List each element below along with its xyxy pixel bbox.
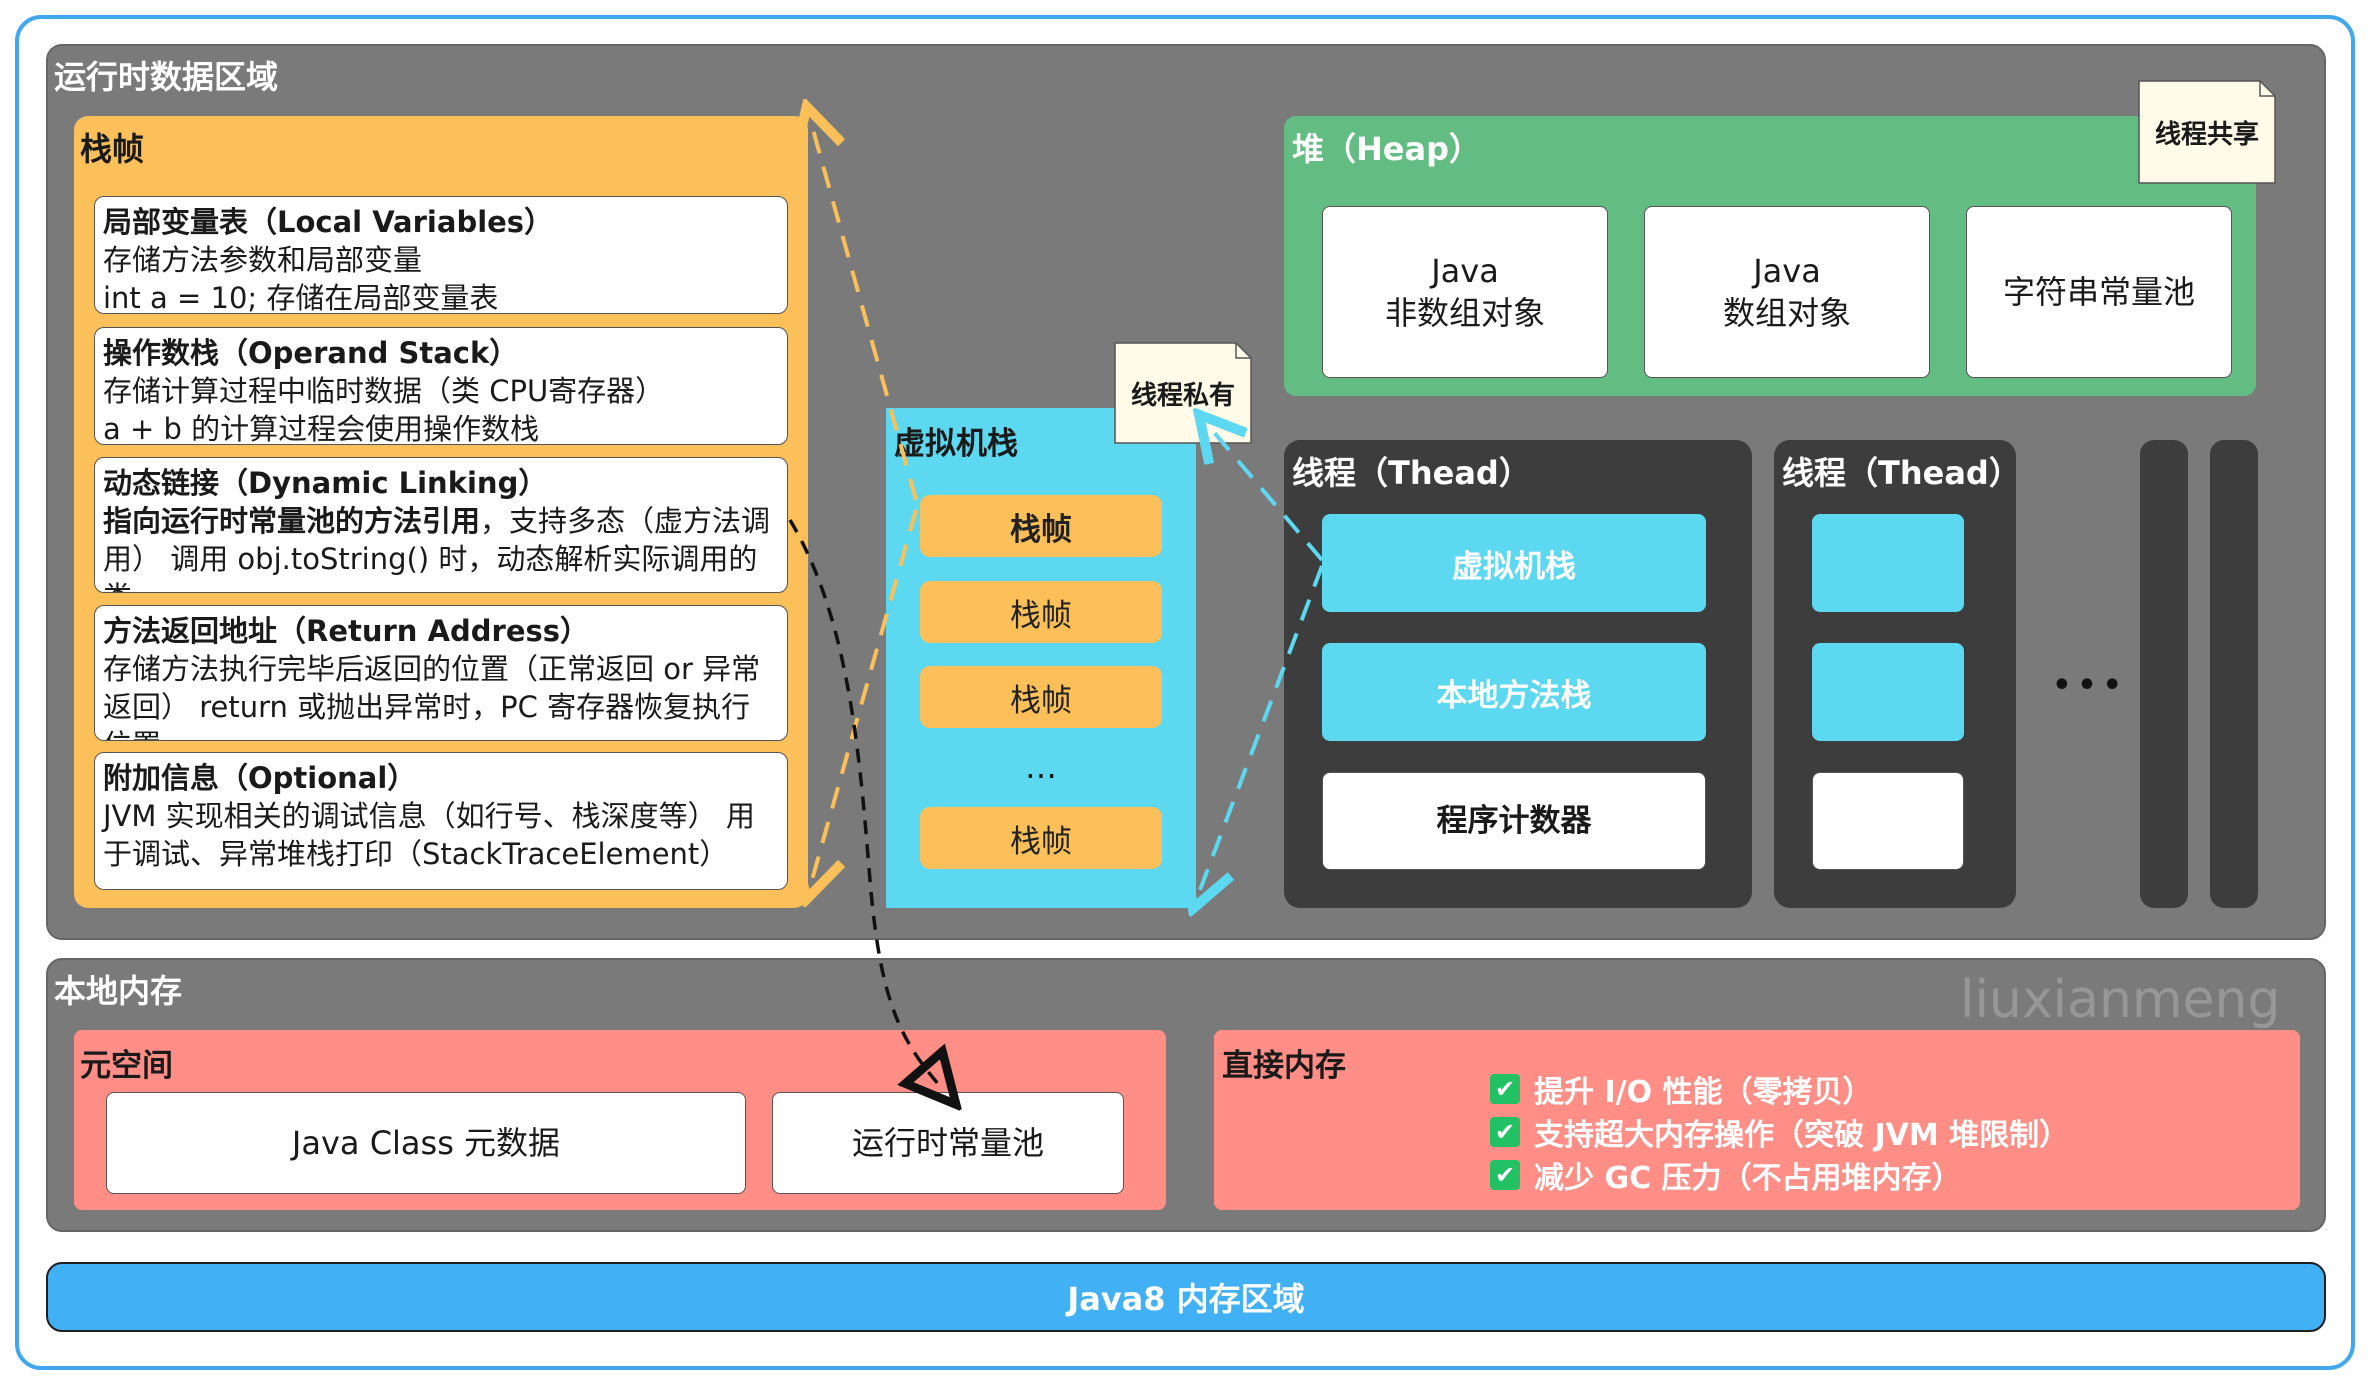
thread-shared-label: 线程共享: [2154, 119, 2259, 150]
thread-collapsed: [2140, 440, 2188, 908]
vm-stack-frame: 栈帧: [920, 581, 1162, 643]
vm-stack-frame: 栈帧: [920, 666, 1162, 728]
check-icon: ✔: [1490, 1116, 1520, 1147]
metaspace-title: 元空间: [80, 1048, 173, 1084]
watermark: liuxianmeng: [1960, 970, 2281, 1030]
direct-memory-benefits: ✔提升 I/O 性能（零拷贝） ✔支持超大内存操作（突破 JVM 堆限制） ✔减…: [1490, 1067, 2069, 1196]
direct-memory-title: 直接内存: [1222, 1048, 1346, 1084]
thread-native-method-stack: [1812, 643, 1964, 741]
thread-vm-stack: [1812, 514, 1964, 612]
footer-bar: Java8 内存区域: [46, 1262, 2326, 1332]
benefit-item: ✔提升 I/O 性能（零拷贝）: [1490, 1067, 2069, 1110]
thread-private-label: 线程私有: [1130, 380, 1235, 411]
thread-title: 线程（Thead）: [1782, 454, 2021, 492]
thread-program-counter: 程序计数器: [1322, 772, 1706, 870]
native-memory-title: 本地内存: [54, 972, 183, 1010]
local-variables-card: 局部变量表（Local Variables） 存储方法参数和局部变量 int a…: [94, 196, 788, 314]
runtime-data-area-title: 运行时数据区域: [54, 58, 279, 96]
optional-info-card: 附加信息（Optional） JVM 实现相关的调试信息（如行号、栈深度等） 用…: [94, 752, 788, 890]
dynamic-linking-card: 动态链接（Dynamic Linking） 指向运行时常量池的方法引用，支持多态…: [94, 457, 788, 593]
note-shape: [2138, 80, 2276, 184]
thread-program-counter: [1812, 772, 1964, 870]
thread-vm-stack: 虚拟机栈: [1322, 514, 1706, 612]
string-constant-pool: 字符串常量池: [1966, 206, 2232, 378]
runtime-constant-pool-box: 运行时常量池: [772, 1092, 1124, 1194]
thread-title: 线程（Thead）: [1292, 454, 1531, 492]
vm-stack-title: 虚拟机栈: [894, 426, 1018, 462]
vm-stack-frame: 栈帧: [920, 807, 1162, 869]
stack-frame-title: 栈帧: [80, 130, 145, 168]
thread-collapsed: [2210, 440, 2258, 908]
benefit-item: ✔减少 GC 压力（不占用堆内存）: [1490, 1153, 2069, 1196]
thread-shared-note: 线程共享: [2138, 80, 2276, 184]
vm-stack-ellipsis: …: [1025, 748, 1057, 786]
class-metadata-box: Java Class 元数据: [106, 1092, 746, 1194]
thread-private-note: 线程私有: [1114, 342, 1252, 444]
direct-memory-panel: [1214, 1030, 2300, 1210]
heap-title: 堆（Heap）: [1292, 130, 1481, 168]
operand-stack-card: 操作数栈（Operand Stack） 存储计算过程中临时数据（类 CPU寄存器…: [94, 327, 788, 445]
benefit-item: ✔支持超大内存操作（突破 JVM 堆限制）: [1490, 1110, 2069, 1153]
more-threads-ellipsis: •••: [2052, 668, 2128, 703]
vm-stack-frame: 栈帧: [920, 495, 1162, 557]
thread-native-method-stack: 本地方法栈: [1322, 643, 1706, 741]
return-address-card: 方法返回地址（Return Address） 存储方法执行完毕后返回的位置（正常…: [94, 605, 788, 741]
footer-label: Java8 内存区域: [1067, 1280, 1305, 1318]
check-icon: ✔: [1490, 1073, 1520, 1104]
check-icon: ✔: [1490, 1159, 1520, 1190]
